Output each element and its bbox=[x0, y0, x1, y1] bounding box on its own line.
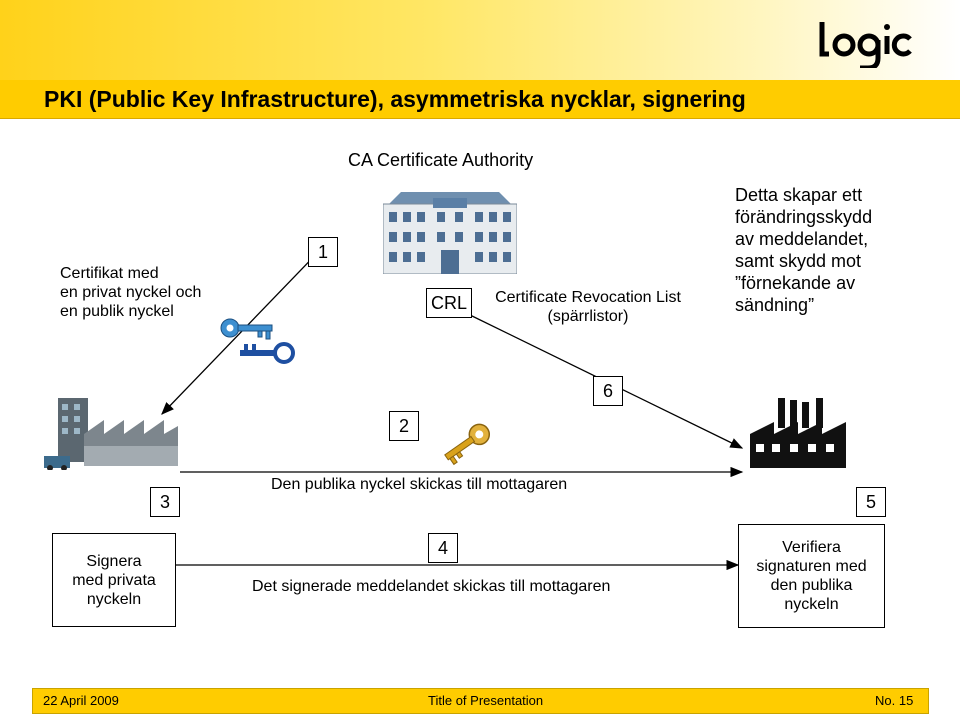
verify-line: nyckeln bbox=[784, 596, 839, 613]
footer-page-number: No. 15 bbox=[875, 693, 914, 708]
crl-description: Certificate Revocation List (spärrlistor… bbox=[478, 288, 698, 326]
sign-line: Signera bbox=[86, 552, 142, 570]
certificate-line: en publik nyckel bbox=[60, 303, 174, 320]
verify-box: Verifiera signaturen med den publika nyc… bbox=[738, 524, 885, 628]
sender-factory-icon bbox=[44, 394, 180, 470]
protection-description: Detta skapar ett förändringsskydd av med… bbox=[735, 184, 872, 316]
crl-box: CRL bbox=[426, 288, 472, 318]
protection-line: Detta skapar ett bbox=[735, 185, 863, 205]
protection-line: sändning” bbox=[735, 295, 815, 315]
protection-line: av meddelandet, bbox=[735, 229, 869, 249]
ca-label: CA Certificate Authority bbox=[348, 150, 534, 170]
key-pair-icon bbox=[218, 314, 298, 366]
sign-line: med privata bbox=[72, 571, 156, 589]
step-1-badge: 1 bbox=[308, 237, 338, 267]
step-6-badge: 6 bbox=[593, 376, 623, 406]
verify-line: signaturen med bbox=[756, 558, 867, 575]
protection-line: ”förnekande av bbox=[735, 273, 856, 293]
public-key-message: Den publika nyckel skickas till mottagar… bbox=[271, 476, 568, 493]
step-4-badge: 4 bbox=[428, 533, 458, 563]
protection-line: förändringsskydd bbox=[735, 207, 873, 227]
step-5-badge: 5 bbox=[856, 487, 886, 517]
footer-presentation-title: Title of Presentation bbox=[428, 693, 544, 708]
certificate-description: Certifikat med en privat nyckel och en p… bbox=[60, 264, 201, 321]
receiver-factory-icon bbox=[750, 396, 850, 468]
step-3-badge: 3 bbox=[150, 487, 180, 517]
verify-line: Verifiera bbox=[782, 539, 841, 556]
certificate-line: Certifikat med bbox=[60, 265, 159, 282]
crl-line: Certificate Revocation List bbox=[495, 289, 681, 306]
step-2-badge: 2 bbox=[389, 411, 419, 441]
signed-message: Det signerade meddelandet skickas till m… bbox=[252, 578, 611, 595]
sign-line: nyckeln bbox=[86, 590, 142, 608]
building-icon bbox=[383, 188, 517, 274]
sign-box: Signera med privata nyckeln bbox=[52, 533, 176, 627]
header-band bbox=[0, 0, 960, 80]
certificate-line: en privat nyckel och bbox=[60, 284, 202, 301]
footer-bar: 22 April 2009 Title of Presentation No. … bbox=[32, 688, 929, 714]
protection-line: samt skydd mot bbox=[735, 251, 862, 271]
verify-line: den publika bbox=[770, 577, 853, 594]
slide-title: PKI (Public Key Infrastructure), asymmet… bbox=[44, 86, 746, 112]
footer-date: 22 April 2009 bbox=[43, 693, 119, 708]
crl-line: (spärrlistor) bbox=[547, 308, 629, 325]
logica-logo bbox=[818, 18, 920, 68]
public-key-icon bbox=[436, 420, 498, 466]
logo-graphic bbox=[819, 22, 912, 68]
title-band bbox=[0, 80, 960, 119]
